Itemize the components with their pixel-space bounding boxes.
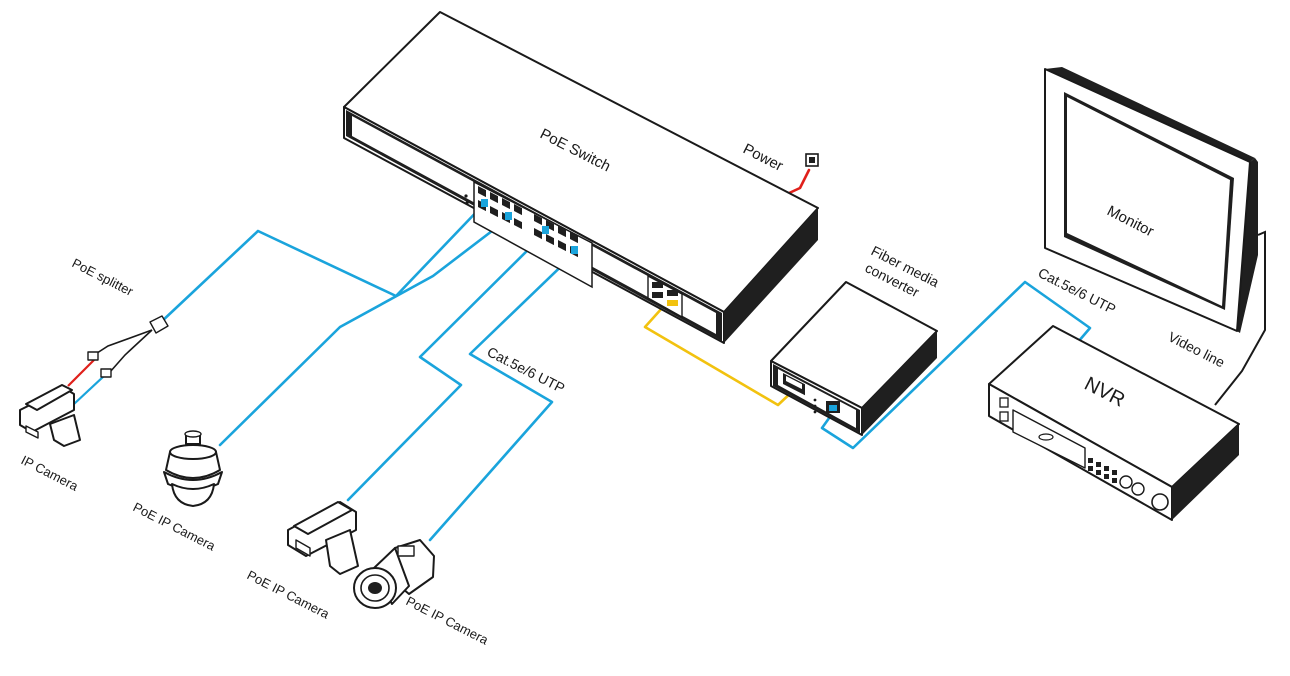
poe-switch-icon <box>343 11 819 344</box>
monitor-icon <box>1044 67 1258 333</box>
poe-ip-camera-label-1: PoE IP Camera <box>131 499 219 554</box>
power-label: Power <box>740 140 786 174</box>
splitter-wire-red <box>67 359 95 387</box>
switch-port-block <box>473 180 593 289</box>
utp-cable-dome-camera <box>218 216 511 447</box>
poe-ip-camera-label-2: PoE IP Camera <box>245 567 333 622</box>
utp-cable-ip-camera <box>158 202 486 325</box>
fiber-media-converter-icon <box>770 281 938 436</box>
cables <box>67 168 1266 542</box>
box-camera-icon <box>287 501 359 575</box>
utp-cable-bullet-camera <box>428 250 578 542</box>
ip-camera-label: IP Camera <box>19 452 82 494</box>
splitter-wire-blue <box>73 375 105 405</box>
nvr-icon <box>988 325 1240 521</box>
fiber-cable <box>643 305 798 407</box>
poe-ip-camera-label-3: PoE IP Camera <box>404 593 492 648</box>
utp-cable-nvr <box>820 280 1092 450</box>
switch-sfp-block <box>647 274 683 319</box>
power-socket-icon <box>805 153 819 167</box>
bullet-camera-icon <box>353 539 435 609</box>
video-line-label: Video line <box>1166 328 1228 370</box>
video-line-cable <box>1214 230 1266 406</box>
ip-camera-icon <box>19 384 81 447</box>
poe-splitter-label: PoE splitter <box>70 255 137 299</box>
splitter-wire-black <box>93 329 153 356</box>
utp-cable-box-camera <box>346 230 548 502</box>
dome-camera-icon <box>163 430 223 507</box>
poe-splitter-icon <box>87 315 169 378</box>
splitter-wire-black-2 <box>109 329 153 373</box>
power-cable <box>785 168 811 196</box>
